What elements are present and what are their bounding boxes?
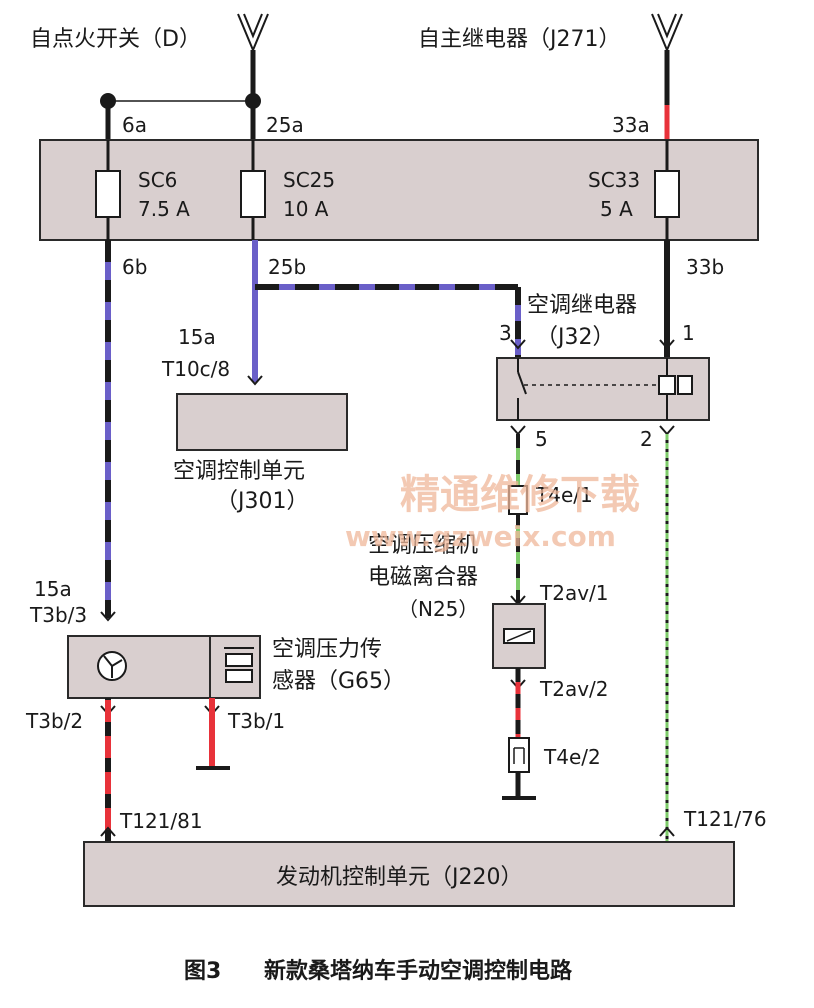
pressure-sensor-pin-ground: T3b/1 (227, 709, 285, 733)
ac-relay-name: 空调继电器 (527, 293, 637, 318)
fuse-sc25-rating: 10 A (283, 197, 329, 221)
connector-icon (659, 425, 675, 436)
fuse-sc6-out-pin: 6b (122, 255, 147, 279)
caption-figure-no: 图3 (184, 959, 221, 984)
connector-icon (100, 611, 116, 622)
ac-relay-code: （J32） (536, 325, 614, 350)
junction-dot-icon (245, 93, 261, 109)
connector-icon (247, 375, 263, 386)
main-relay-label: 自主继电器（J271） (418, 27, 620, 52)
fuse-icon (654, 170, 680, 218)
fuse-sc25-out-pin: 25b (268, 255, 306, 279)
pressure-sensor-pin-number: 15a (34, 577, 72, 601)
fuse-sc6-in-pin: 6a (122, 113, 147, 137)
wire-25b-branch (255, 284, 521, 358)
compressor-code: （N25） (398, 597, 478, 621)
ecu-name: 发动机控制单元（J220） (276, 865, 522, 890)
compressor-name-line2: 电磁离合器 (368, 565, 478, 590)
ac-relay-pin-3: 3 (499, 321, 512, 345)
compressor-conn-top: T4e/1 (535, 483, 593, 507)
fuse-icon (240, 170, 266, 218)
fuse-sc6-id: SC6 (138, 168, 177, 192)
gauge-icon (97, 651, 127, 681)
fuse-sc6-rating: 7.5 A (138, 197, 190, 221)
pressure-sensor-pin-in: T3b/3 (29, 603, 87, 627)
ac-control-unit-pin-label: T10c/8 (161, 357, 230, 381)
watermark-line2: www.gzweix.com (345, 520, 616, 553)
ecu-pin-left: T121/81 (119, 809, 203, 833)
connector-icon (508, 737, 530, 773)
connector-icon (508, 485, 528, 515)
fuse-sc25-in-pin: 25a (266, 113, 304, 137)
connector-icon (659, 826, 675, 837)
ac-control-unit-name: 空调控制单元 (173, 459, 305, 484)
connector-icon (659, 339, 675, 350)
fuse-sc33-rating: 5 A (600, 197, 633, 221)
fuse-sc33-in-pin: 33a (612, 113, 650, 137)
ecu-box (83, 841, 735, 907)
compressor-conn-bottom: T4e/2 (543, 745, 601, 769)
compressor-pin-bottom: T2av/2 (539, 677, 609, 701)
connector-icon (510, 425, 526, 436)
fuse-sc33-id: SC33 (588, 168, 640, 192)
pressure-sensor-name-line2: 感器（G65） (272, 669, 405, 694)
fuse-box (39, 139, 759, 241)
fuse-sc25-id: SC25 (283, 168, 335, 192)
compressor-name-line1: 空调压缩机 (368, 533, 478, 558)
source-arrow-icon (237, 13, 269, 53)
source-arrow-icon (651, 13, 683, 53)
caption-title: 新款桑塔纳车手动空调控制电路 (264, 958, 573, 984)
fuse-icon (95, 170, 121, 218)
ecu-pin-right: T121/76 (683, 807, 767, 831)
ac-control-unit-code: （J301） (216, 489, 308, 514)
junction-dot-icon (100, 93, 116, 109)
ignition-switch-label: 自点火开关（D） (30, 27, 201, 52)
fuse-sc33-out-pin: 33b (686, 255, 724, 279)
relay-switch-icon (517, 358, 658, 420)
pressure-switch-icon (224, 647, 254, 683)
pressure-sensor-pin-out: T3b/2 (25, 709, 83, 733)
ac-control-unit-box (176, 393, 348, 451)
ac-control-unit-pin-number: 15a (178, 325, 216, 349)
coil-icon (503, 628, 535, 644)
connector-icon (510, 339, 526, 350)
ac-relay-pin-1: 1 (682, 321, 695, 345)
ac-relay-pin-2: 2 (640, 427, 653, 451)
pressure-sensor-name-line1: 空调压力传 (272, 637, 382, 662)
watermark-line1: 精通维修下载 (400, 472, 640, 518)
ac-relay-pin-5: 5 (535, 427, 548, 451)
compressor-pin-top: T2av/1 (539, 581, 609, 605)
connector-icon (100, 826, 116, 837)
relay-coil-icon (658, 358, 693, 420)
